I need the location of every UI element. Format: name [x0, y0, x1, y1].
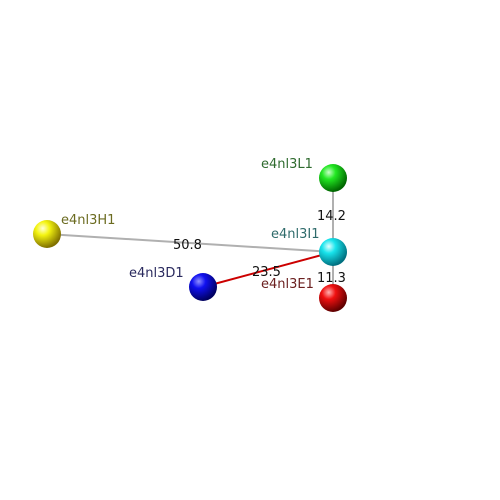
- atom-L1[interactable]: [319, 164, 347, 192]
- atom-label-group: e4nl3L1 e4nl3I1 e4nl3H1 e4nl3D1 e4nl3E1: [61, 157, 320, 292]
- distance-label-E1-I1: 11.3: [317, 271, 346, 286]
- atom-label-H1: e4nl3H1: [61, 213, 115, 228]
- distance-label-group: 14.2 50.8 23.5 11.3: [173, 209, 346, 286]
- bond-H1-I1: [46, 233, 334, 253]
- atom-label-D1: e4nl3D1: [129, 266, 184, 281]
- atom-label-L1: e4nl3L1: [261, 157, 313, 172]
- distance-label-L1-I1: 14.2: [317, 209, 346, 224]
- atom-label-I1: e4nl3I1: [271, 227, 320, 242]
- atom-label-E1: e4nl3E1: [261, 277, 314, 292]
- distance-label-H1-I1: 50.8: [173, 238, 202, 253]
- distance-label-D1-I1: 23.5: [252, 265, 281, 280]
- atom-group: [33, 164, 347, 312]
- atom-E1[interactable]: [319, 284, 347, 312]
- atom-D1[interactable]: [189, 273, 217, 301]
- atom-I1[interactable]: [319, 238, 347, 266]
- bond-D1-I1: [202, 251, 334, 288]
- atom-H1[interactable]: [33, 220, 61, 248]
